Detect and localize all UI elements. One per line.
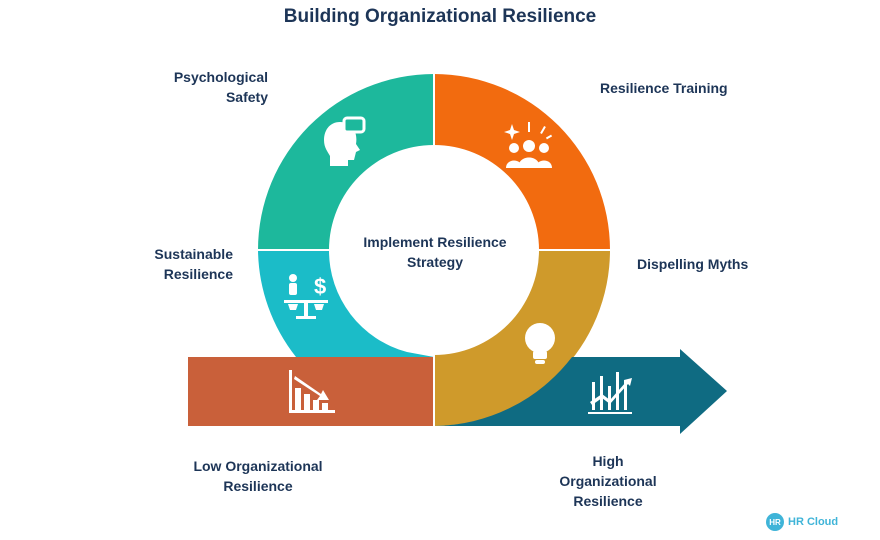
label-sustainable-resilience: Sustainable Resilience: [110, 244, 233, 284]
brand-badge-icon: HR: [766, 513, 784, 531]
center-label: Implement Resilience Strategy: [340, 232, 530, 272]
head-hand-icon: [324, 116, 366, 166]
diagram-title: Building Organizational Resilience: [283, 6, 597, 27]
label-high-resilience-line1: High: [592, 453, 624, 469]
label-high-resilience: High Organizational Resilience: [528, 451, 688, 511]
declining-chart-icon: [289, 370, 335, 413]
svg-text:$: $: [314, 274, 326, 299]
label-low-resilience-line2: Resilience: [223, 478, 293, 494]
label-low-resilience: Low Organizational Resilience: [168, 456, 348, 496]
segment-sustainable-resilience: [258, 250, 434, 357]
balance-scale-icon: $: [284, 274, 328, 319]
label-sustainable-resilience-line2: Resilience: [163, 266, 233, 282]
label-dispelling-myths: Dispelling Myths: [637, 256, 749, 272]
label-psychological-safety-line1: Psychological: [173, 69, 268, 85]
label-resilience-training: Resilience Training: [600, 80, 728, 96]
segment-low-resilience: [188, 357, 434, 426]
label-psychological-safety: Psychological Safety: [130, 67, 268, 107]
label-low-resilience-line1: Low Organizational: [193, 458, 323, 474]
label-high-resilience-line2: Organizational: [559, 473, 657, 489]
brand-logo: HR HR Cloud: [766, 512, 838, 532]
center-label-line2: Strategy: [406, 254, 464, 270]
label-high-resilience-line3: Resilience: [573, 493, 643, 509]
rising-chart-icon: [588, 372, 632, 414]
segment-high-resilience: [434, 349, 727, 434]
lightbulb-icon: [525, 323, 555, 364]
center-label-line1: Implement Resilience: [363, 234, 507, 250]
label-psychological-safety-line2: Safety: [225, 89, 268, 105]
segment-dispelling-myths: [434, 250, 610, 426]
brand-name: HR Cloud: [788, 516, 839, 528]
team-sparkle-icon: [504, 122, 553, 168]
label-sustainable-resilience-line1: Sustainable: [154, 246, 233, 262]
